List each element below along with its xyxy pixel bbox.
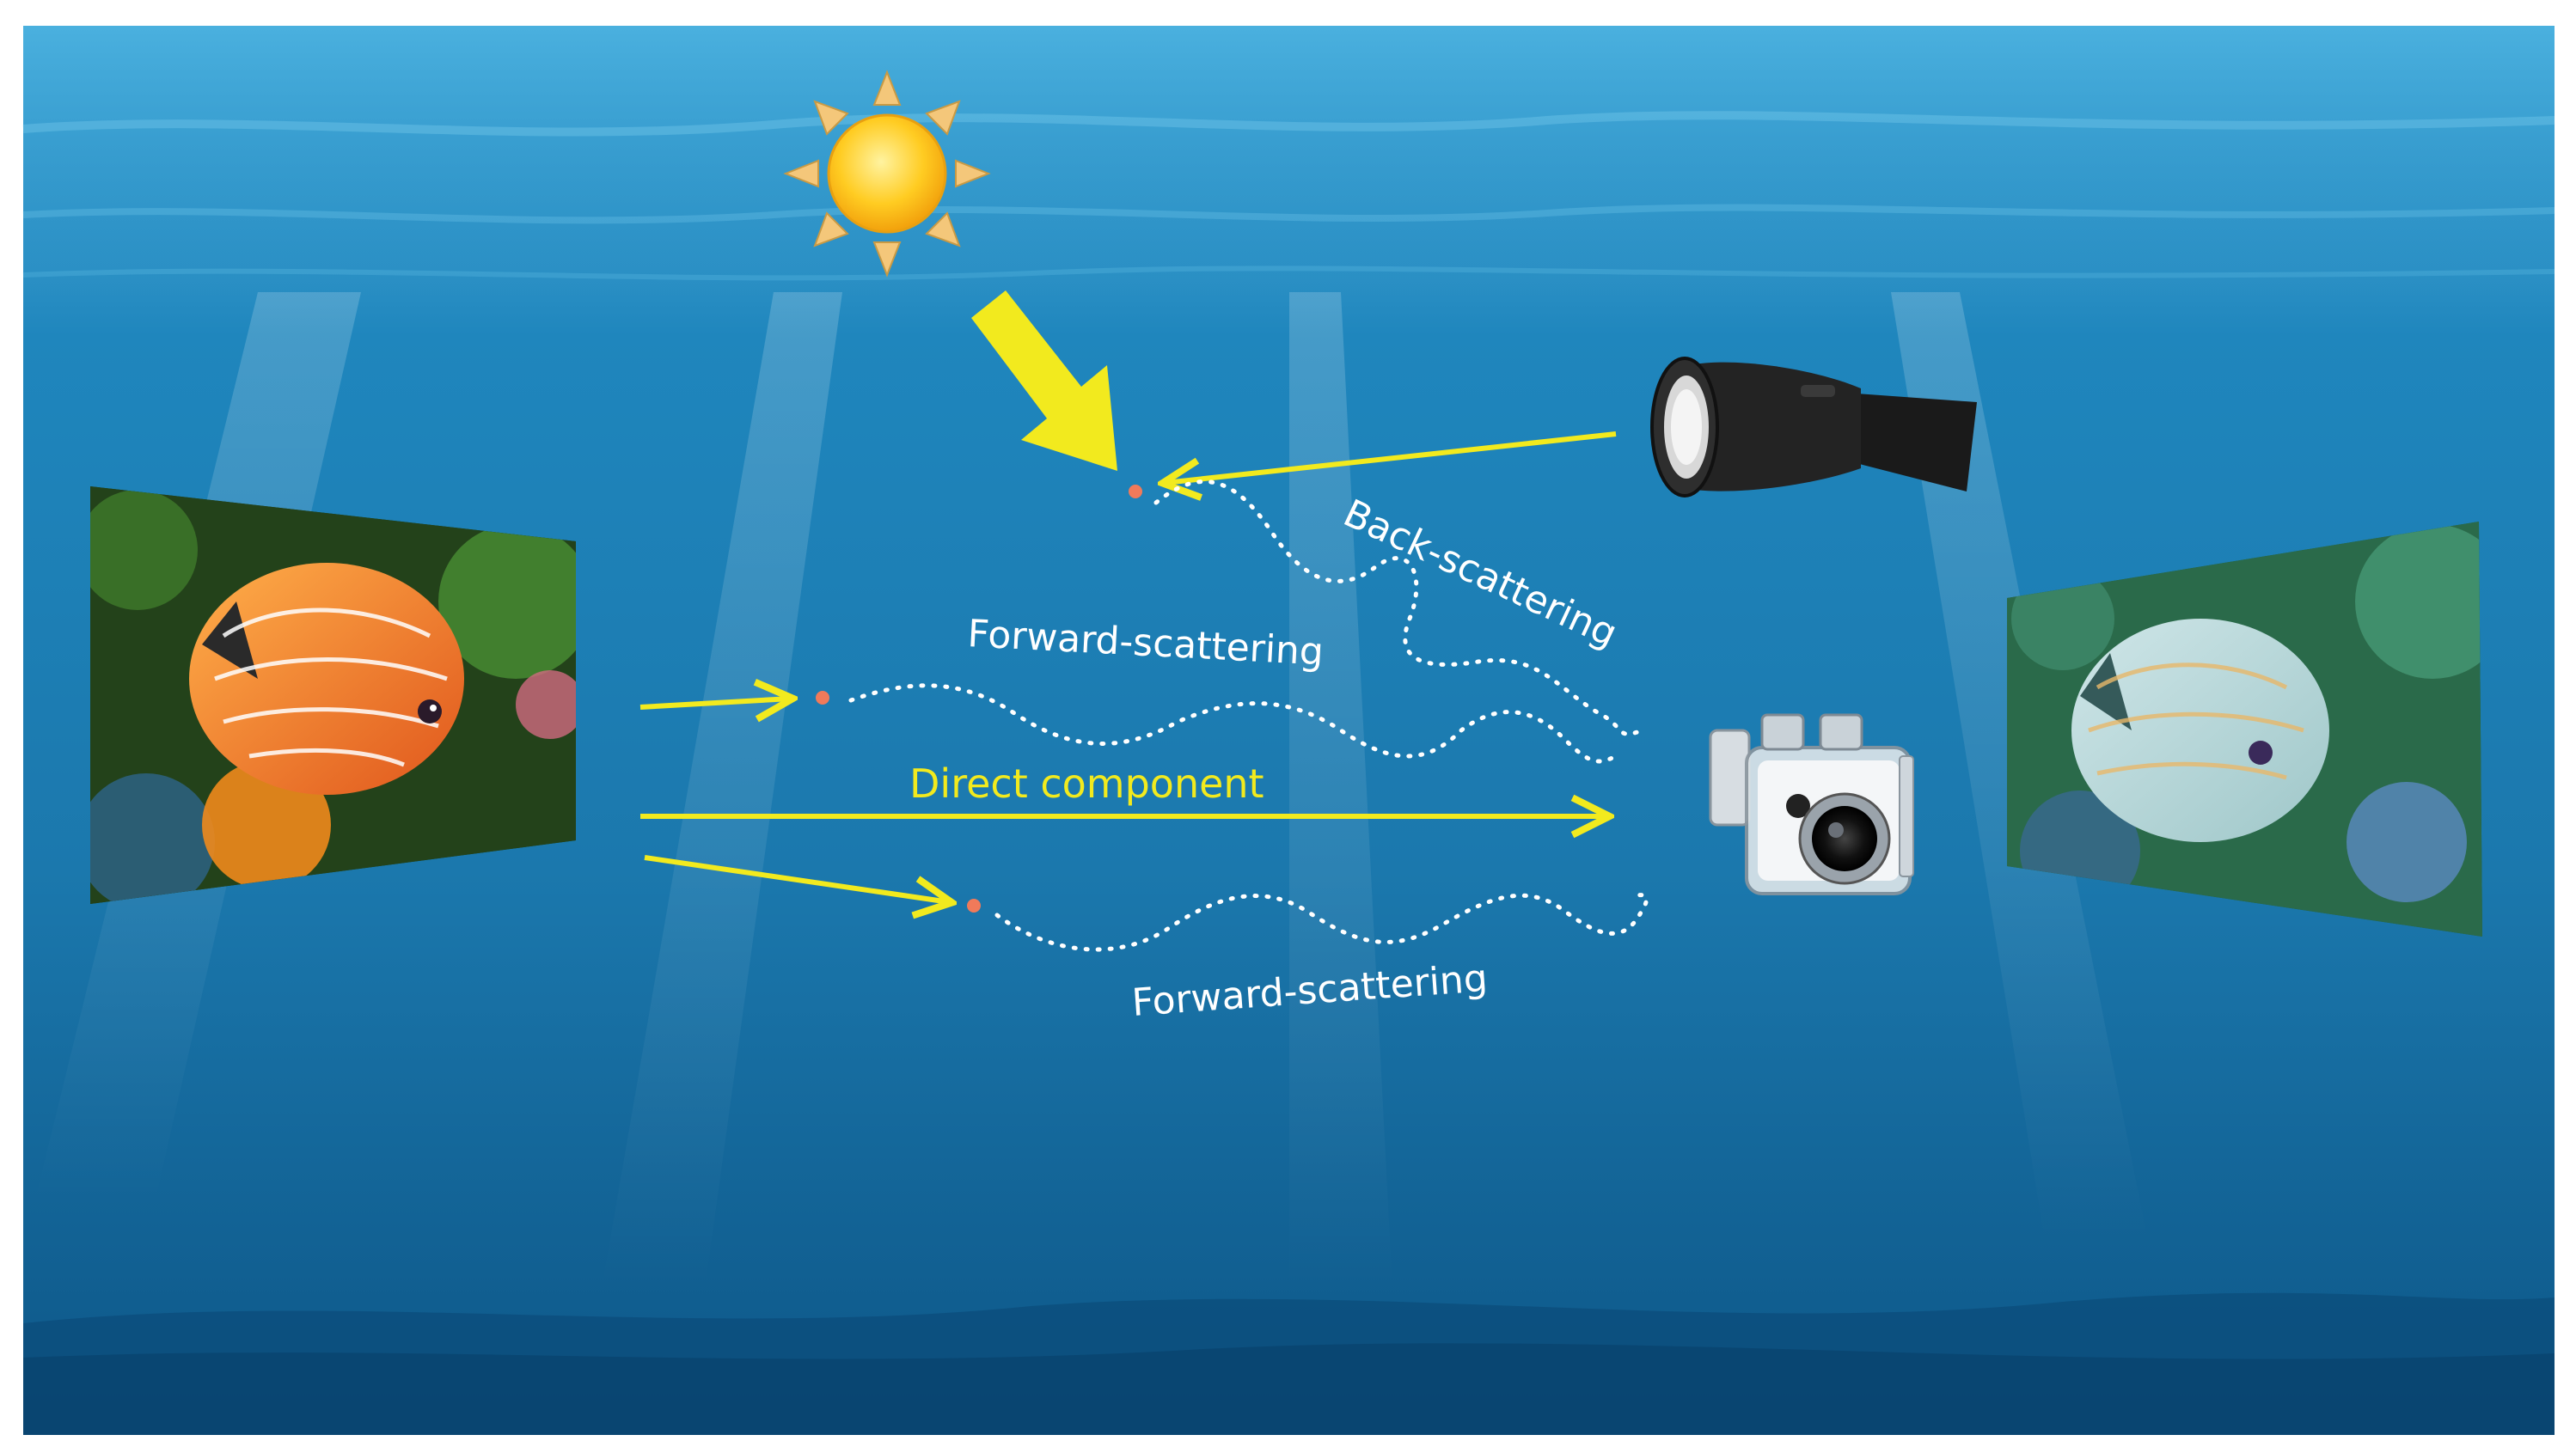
flashlight-icon [1650,357,1977,498]
label-direct-component: Direct component [909,760,1264,807]
particle-forward-top [816,691,829,705]
forward-scattering-top-path [848,683,1618,764]
arrow-to-forward-top [639,699,791,707]
sun-icon [783,70,991,278]
particle-back [1129,485,1142,498]
back-scattering-path [1153,479,1640,736]
forward-scattering-bottom-path [994,893,1649,952]
sunlight-arrow [971,290,1117,471]
fish-image-original [90,486,576,904]
flashlight-arrow [1165,431,1617,483]
camera-icon [1709,713,1914,895]
fish-image-degraded [2007,522,2482,937]
arrow-to-forward-bottom [644,855,950,902]
particle-forward-bottom [967,899,981,913]
